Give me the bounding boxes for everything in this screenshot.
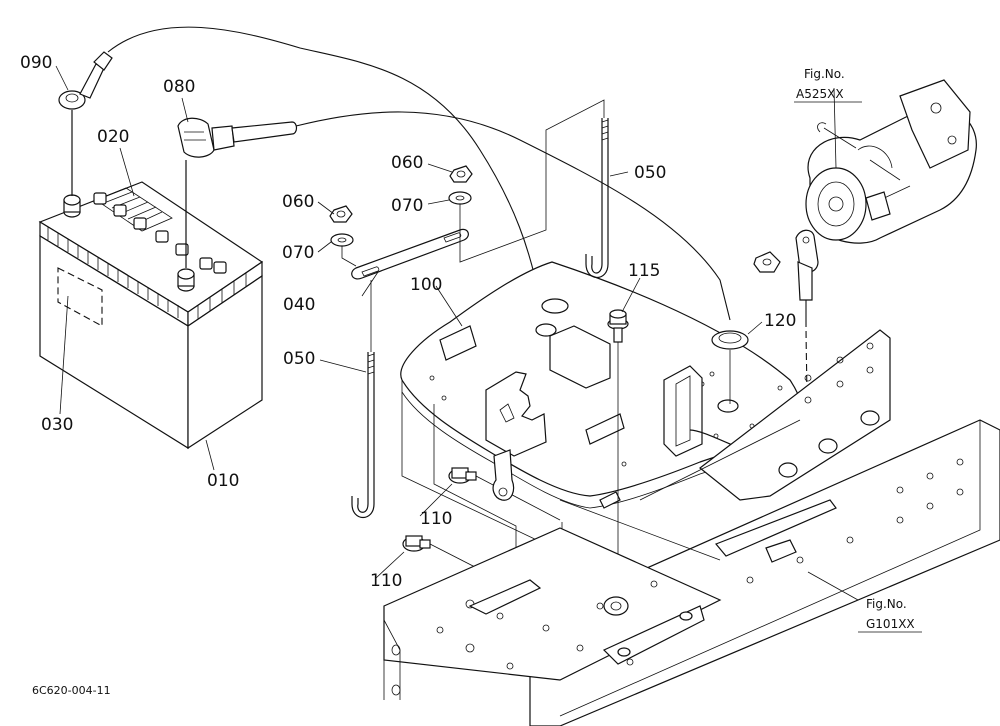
starter-fig-label: Fig.No.	[804, 67, 845, 81]
nut-right	[449, 165, 473, 183]
callout-115: 115	[628, 261, 660, 281]
callout-070-left: 070	[282, 243, 314, 263]
callout-060-left: 060	[282, 192, 314, 212]
washer-left	[330, 233, 354, 247]
callout-090: 090	[20, 53, 52, 73]
ground-cable-eyelet	[492, 449, 515, 501]
grommet	[711, 330, 749, 404]
flange-bolt	[607, 309, 629, 590]
callout-020: 020	[97, 127, 129, 147]
hook-bolt-right	[585, 118, 609, 279]
callout-070-right: 070	[391, 196, 423, 216]
starter-motor	[805, 79, 977, 244]
starter-fig-code: A525XX	[796, 87, 844, 101]
battery-mounting-plate	[400, 261, 805, 509]
nut-left	[329, 205, 353, 223]
callout-080: 080	[163, 77, 195, 97]
battery	[38, 181, 264, 450]
leader-lines	[55, 65, 859, 601]
frame-fig-label: Fig.No.	[866, 597, 907, 611]
callout-050-right: 050	[634, 163, 666, 183]
washer-right	[448, 191, 472, 205]
hook-bolt-left	[351, 280, 375, 519]
positive-cable-clamp	[177, 111, 731, 321]
callout-060-right: 060	[391, 153, 423, 173]
callout-040: 040	[283, 295, 315, 315]
callout-120: 120	[764, 311, 796, 331]
callout-110-lower: 110	[370, 571, 402, 591]
battery-holder-bar	[351, 228, 469, 280]
callout-030: 030	[41, 415, 73, 435]
frame-bolt-upper	[448, 467, 561, 521]
document-id: 6C620-004-11	[32, 684, 111, 697]
tractor-frame	[383, 329, 1000, 726]
frame-fig-code: G101XX	[866, 617, 915, 631]
callout-010: 010	[207, 471, 239, 491]
starter-cable-end	[689, 229, 819, 458]
callout-050-left: 050	[283, 349, 315, 369]
callout-110-upper: 110	[420, 509, 452, 529]
callout-100: 100	[410, 275, 442, 295]
